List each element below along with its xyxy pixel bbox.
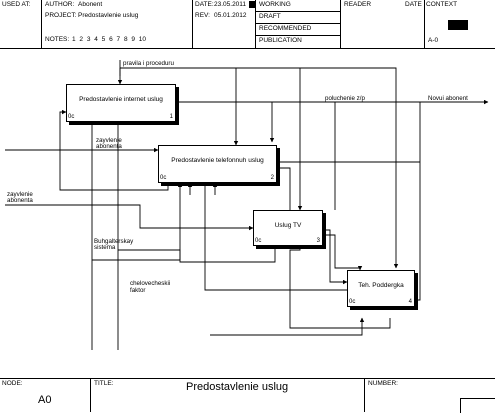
notes-value: 1 2 3 4 5 6 7 8 9 10 xyxy=(72,36,147,43)
number-label: NUMBER: xyxy=(368,380,398,387)
node-label: NODE: xyxy=(2,380,23,387)
footer-frame xyxy=(0,378,495,413)
input-2 xyxy=(5,204,254,231)
used-at-label: USED AT: xyxy=(2,1,31,8)
box-telefon-idx: 2 xyxy=(270,175,274,181)
label-input-1a: zayvlenie xyxy=(96,137,122,144)
status-draft: DRAFT xyxy=(259,13,281,20)
box-tv-title: Uslug TV xyxy=(274,222,302,229)
mech-human-to-tv xyxy=(118,244,278,263)
notes-label: NOTES: xyxy=(45,36,70,43)
author-value: Abonent xyxy=(78,1,103,8)
date-label: DATE: xyxy=(195,1,214,8)
box-support-title: Teh. Poddergka xyxy=(358,282,404,289)
diagram-title: Predostavlenie uslug xyxy=(186,381,289,393)
rev-label: REV: xyxy=(195,12,210,19)
box-internet-title: Predostavlenie internet uslug xyxy=(79,96,163,103)
box-support[interactable]: Teh. Poddergka 0с 4 xyxy=(347,270,415,307)
project-value: Predostavlenie uslug xyxy=(78,12,139,19)
header-frame xyxy=(0,0,495,49)
box-tv-idx: 3 xyxy=(316,238,320,244)
box4-output xyxy=(414,268,421,301)
box-telefon-title: Predostavlenie telefonnuh uslug xyxy=(171,157,264,164)
box-tv-num: 0с xyxy=(255,238,262,244)
context-thumbnail xyxy=(448,20,468,30)
feedback-1 xyxy=(59,109,169,191)
control-rules-box4 xyxy=(300,67,399,269)
rev-value: 05.01.2012 xyxy=(214,12,247,19)
status-recommended: RECOMMENDED xyxy=(259,25,312,32)
box-internet-idx: 1 xyxy=(169,114,173,120)
footer-divider-2 xyxy=(364,378,365,412)
label-mech-1b: sistema xyxy=(94,244,116,251)
node-value: A0 xyxy=(38,394,52,406)
label-mech-2b: faktor xyxy=(130,287,146,294)
context-label: CONTEXT xyxy=(426,1,458,8)
label-mech-2a: chelovecheskii xyxy=(130,280,171,287)
footer-divider-1 xyxy=(90,378,91,412)
box-tv[interactable]: Uslug TV 0с 3 xyxy=(253,210,323,246)
box-internet[interactable]: Predostavlenie internet uslug 0с 1 xyxy=(66,84,176,122)
title-label: TITLE: xyxy=(94,380,114,387)
number-page-box xyxy=(460,398,495,413)
label-input-2b: abonenta xyxy=(7,197,33,204)
box-support-num: 0с xyxy=(349,299,356,305)
date-value: 23.05.2011 xyxy=(214,1,247,8)
output-tv xyxy=(322,234,363,271)
header-row-line-1 xyxy=(255,11,340,12)
author-label: AUTHOR: xyxy=(45,1,75,8)
box-telefon[interactable]: Predostavlenie telefonnuh uslug 0с 2 xyxy=(158,145,277,183)
header-divider-5 xyxy=(424,0,425,48)
box4-loop xyxy=(289,247,391,329)
input-tv-to-box4 xyxy=(322,229,348,285)
header-divider-1 xyxy=(41,0,42,48)
status-publication: PUBLICATION xyxy=(259,37,302,44)
label-control-rules: pravila i proceduru xyxy=(123,60,174,67)
label-input-2a: zayvlenie xyxy=(7,191,33,198)
label-output-internet: poluchenie z/p xyxy=(325,95,365,102)
label-output-final: Novui abonent xyxy=(428,95,468,102)
reader-date-label: DATE xyxy=(405,1,422,8)
mech-to-box4 xyxy=(210,317,365,336)
box-internet-num: 0с xyxy=(68,114,75,120)
context-node: A-0 xyxy=(428,37,439,44)
label-mech-1a: Buhgalterskay xyxy=(94,238,134,245)
working-marker xyxy=(249,1,256,8)
header-divider-2 xyxy=(192,0,193,48)
label-input-1b: abonenta xyxy=(96,143,122,150)
box-telefon-num: 0с xyxy=(160,175,167,181)
header-row-line-3 xyxy=(255,35,340,36)
status-working: WORKING xyxy=(259,1,291,8)
reader-label: READER xyxy=(344,1,372,8)
header-row-line-2 xyxy=(255,23,340,24)
project-label: PROJECT: xyxy=(45,12,77,19)
box-support-idx: 4 xyxy=(408,299,412,305)
header-divider-3 xyxy=(255,0,256,48)
header-divider-4 xyxy=(340,0,341,48)
